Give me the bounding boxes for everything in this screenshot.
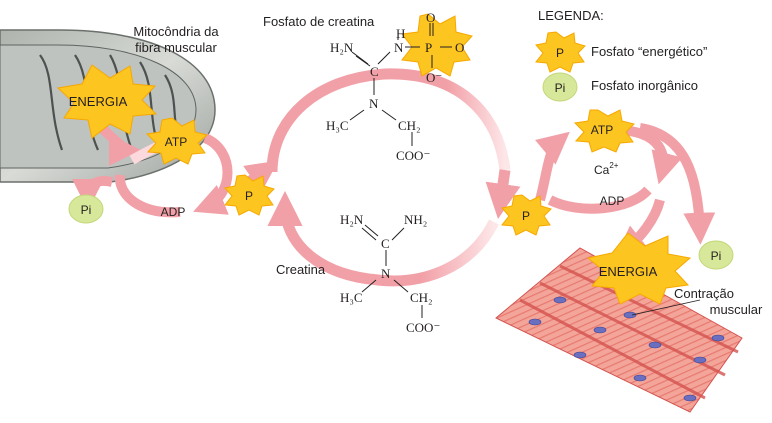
legend-p-symbol: P bbox=[556, 46, 564, 60]
cr-coo: COO⁻ bbox=[406, 320, 440, 335]
p-left-label: P bbox=[245, 189, 253, 203]
pcr-o-top: O bbox=[426, 10, 435, 25]
muscle-fiber bbox=[495, 247, 743, 413]
energy-right-label: ENERGIA bbox=[599, 264, 658, 279]
pcr-n: N bbox=[394, 40, 404, 55]
p-left-badge: P bbox=[224, 174, 275, 216]
atp-right-label: ATP bbox=[591, 123, 613, 137]
pi-right-badge: Pi bbox=[698, 240, 734, 270]
energy-burst-right: ENERGIA bbox=[586, 232, 692, 305]
pcr-p: P bbox=[425, 40, 432, 55]
pcr-o-bottom: O⁻ bbox=[426, 70, 442, 85]
legend-title: LEGENDA: bbox=[538, 8, 604, 23]
cr-n: N bbox=[381, 266, 391, 281]
cr-h2n: H₂N bbox=[340, 212, 364, 227]
legend-p-badge: P bbox=[535, 31, 586, 73]
creatine-atoms: H₂N NH₂ C N H₃C CH₂ COO⁻ bbox=[340, 212, 440, 335]
energy-burst-left: ENERGIA bbox=[56, 64, 158, 139]
pi-right-label: Pi bbox=[711, 249, 722, 263]
phosphocreatine-atoms: H O O O⁻ N P H₂N C N H₃C CH₂ COO⁻ bbox=[326, 10, 464, 163]
mitochondria-label-line1: Mitocôndria da bbox=[133, 24, 219, 39]
legend-energetic-label: Fosfato “energético” bbox=[591, 44, 707, 59]
pi-left-badge: Pi bbox=[68, 194, 104, 224]
contraction-leader-line bbox=[631, 299, 701, 316]
pcr-h3c: H₃C bbox=[326, 118, 349, 133]
p-right-badge: P bbox=[501, 194, 552, 236]
phosphate-burst-structure bbox=[401, 13, 473, 77]
legend-pi-badge: Pi bbox=[542, 72, 578, 102]
atp-left-badge: ATP bbox=[145, 117, 209, 165]
creatine-structure bbox=[361, 224, 423, 318]
adp-left-label: ADP bbox=[161, 205, 186, 219]
phosphocreatine-label: Fosfato de creatina bbox=[263, 14, 375, 29]
adp-right-label: ADP bbox=[600, 194, 625, 208]
legend-pi-symbol: Pi bbox=[555, 81, 566, 95]
cr-h3c: H₃C bbox=[340, 290, 363, 305]
creatine-label: Creatina bbox=[276, 262, 326, 277]
pcr-n-center: N bbox=[369, 96, 379, 111]
atp-left-label: ATP bbox=[165, 135, 187, 149]
contraction-label-line2: muscular bbox=[710, 302, 763, 317]
pi-left-label: Pi bbox=[81, 203, 92, 217]
pcr-coo: COO⁻ bbox=[396, 148, 430, 163]
p-right-label: P bbox=[522, 209, 530, 223]
atp-right-badge: ATP bbox=[573, 109, 635, 153]
cr-c: C bbox=[381, 236, 390, 251]
phosphocreatine-structure bbox=[349, 23, 452, 146]
pcr-c: C bbox=[370, 64, 379, 79]
calcium-label: Ca2+ bbox=[594, 161, 619, 177]
cr-ch2: CH₂ bbox=[410, 290, 433, 305]
cr-nh2: NH₂ bbox=[404, 212, 427, 227]
energy-left-label: ENERGIA bbox=[69, 94, 128, 109]
pcr-o-right: O bbox=[455, 40, 464, 55]
mitochondria-label-line2: fibra muscular bbox=[135, 40, 217, 55]
right-atp-cycle bbox=[535, 123, 716, 258]
contraction-label-line1: Contração bbox=[674, 286, 734, 301]
pcr-h: H bbox=[396, 26, 405, 41]
pcr-ch2: CH₂ bbox=[398, 118, 421, 133]
legend-inorganic-label: Fosfato inorgânico bbox=[591, 78, 698, 93]
pcr-nh2: H₂N bbox=[330, 40, 354, 55]
